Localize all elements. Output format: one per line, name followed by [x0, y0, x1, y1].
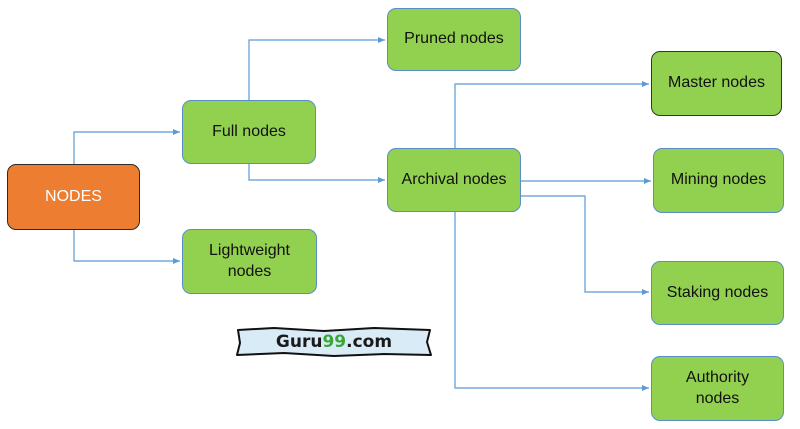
node-archival-nodes-label: Archival nodes — [401, 170, 507, 188]
node-pruned-nodes-label: Pruned nodes — [404, 30, 504, 48]
node-mining-nodes-label: Mining nodes — [670, 171, 767, 189]
node-authority-nodes-label: Authority nodes — [685, 368, 750, 407]
node-full-nodes: Full nodes — [182, 100, 316, 164]
node-nodes-root-label: NODES — [45, 187, 102, 205]
node-master-nodes: Master nodes — [651, 51, 782, 116]
node-lightweight-nodes: Lightweight nodes — [182, 229, 317, 294]
connector-nodes-to-lightweight — [73, 230, 180, 264]
node-staking-nodes-label: Staking nodes — [666, 283, 769, 301]
node-nodes-root: NODES — [7, 164, 140, 230]
logo-text-suffix: .com — [346, 332, 393, 352]
node-lightweight-nodes-label: Lightweight nodes — [209, 241, 290, 280]
connector-full-to-pruned — [248, 37, 385, 100]
node-authority-nodes: Authority nodes — [651, 356, 784, 421]
node-pruned-nodes: Pruned nodes — [387, 8, 521, 71]
guru99-logo: Guru99.com — [234, 325, 434, 359]
connector-full-to-archival — [248, 164, 385, 183]
logo-banner-shape — [236, 327, 432, 357]
logo-text: Guru99.com — [276, 332, 392, 352]
node-master-nodes-label: Master nodes — [668, 74, 765, 92]
node-full-nodes-label: Full nodes — [212, 122, 286, 140]
node-mining-nodes: Mining nodes — [653, 148, 784, 213]
connector-archival-to-staking — [520, 195, 649, 295]
logo-text-prefix: Guru — [275, 332, 323, 352]
connector-archival-to-master — [454, 81, 649, 148]
node-staking-nodes: Staking nodes — [651, 261, 784, 325]
connector-archival-to-authority — [454, 212, 649, 391]
connector-nodes-to-full — [73, 129, 180, 164]
node-archival-nodes: Archival nodes — [387, 148, 521, 212]
logo-text-highlight: 99 — [322, 332, 347, 352]
